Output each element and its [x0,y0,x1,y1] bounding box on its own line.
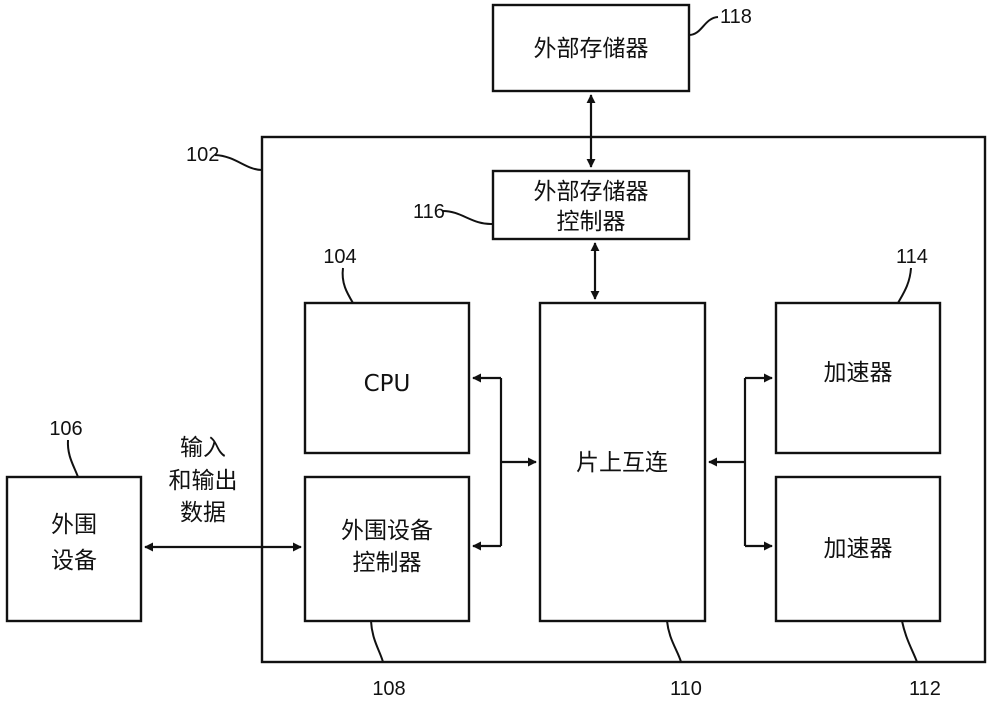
accelerator-top-label: 加速器 [824,360,893,386]
ref-leader-108 [370,620,384,663]
peripheral-controller-label-line2: 控制器 [353,550,422,576]
ref-leader-118 [688,16,719,36]
peripheral-box [5,475,143,623]
io-label-line3: 数据 [180,500,226,526]
ref-leader-102 [214,154,263,171]
ref-leader-106 [66,439,79,478]
ref-114: 114 [896,246,928,268]
ref-106: 106 [49,418,82,440]
accelerator-bottom-label: 加速器 [824,536,893,562]
ref-108: 108 [372,678,405,700]
ref-104: 104 [323,246,356,268]
peripheral-controller-label-line1: 外围设备 [341,518,433,544]
peripheral-label-line2: 设备 [51,548,97,574]
io-label-line2: 和输出 [169,468,238,494]
ref-leader-116 [442,210,494,226]
io-label-line1: 输入 [180,435,226,461]
ref-102: 102 [186,144,219,166]
peripheral-label-line1: 外围 [51,512,97,538]
ref-116: 116 [413,201,445,223]
memory-controller-label-line2: 控制器 [557,209,626,235]
ref-110: 110 [670,678,702,700]
ref-leader-104 [341,267,354,304]
interconnect-box [538,301,707,623]
cpu-box [303,301,471,455]
accelerator-bottom-box [774,475,942,623]
external-memory-label: 外部存储器 [534,36,649,62]
memory-controller-box [491,169,691,241]
interconnect-label: 片上互连 [576,450,668,476]
ref-leader-114 [897,267,912,304]
ref-112: 112 [909,678,941,700]
ref-leader-112 [901,620,918,663]
memory-controller-label-line1: 外部存储器 [534,179,649,205]
ref-leader-110 [666,620,682,663]
peripheral-controller-box [303,475,471,623]
cpu-label: CPU [364,371,411,397]
accelerator-top-box [774,301,942,455]
ref-118: 118 [720,6,752,28]
external-memory-box [491,3,691,93]
